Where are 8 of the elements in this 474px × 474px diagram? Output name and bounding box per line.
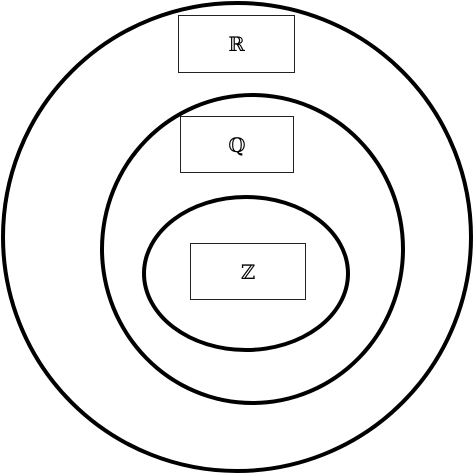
- set-label-box: [190, 243, 306, 300]
- set-label-box: [178, 15, 295, 73]
- set-symbol: ℤ: [240, 260, 256, 284]
- set-label-box: [180, 116, 294, 173]
- set-symbol: ℝ: [228, 32, 245, 56]
- set-circle: [142, 195, 350, 352]
- set-circle: [100, 93, 405, 405]
- set-symbol: ℚ: [228, 132, 246, 156]
